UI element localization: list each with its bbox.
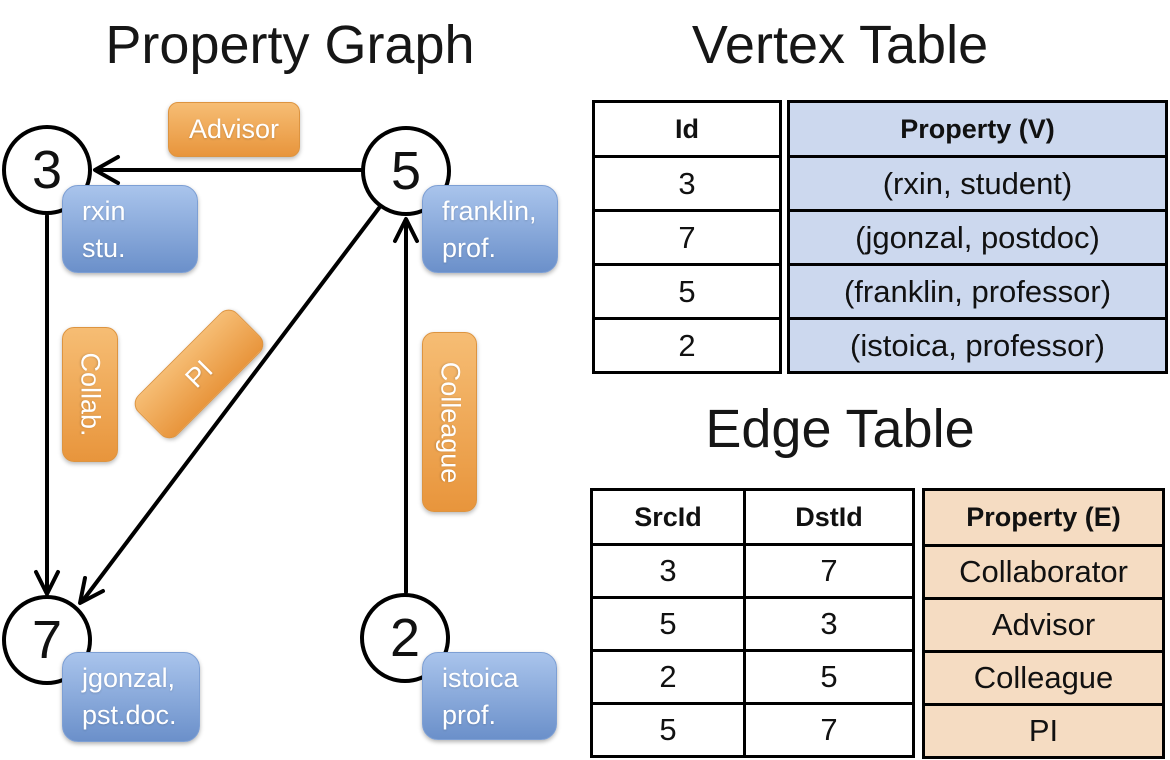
property-line-1: franklin,: [442, 196, 537, 226]
property-line-1: istoica: [442, 663, 519, 693]
edge-table-src-cell: 5: [593, 702, 743, 755]
edge-table-src-cell: 5: [593, 596, 743, 649]
edge-table-dst-cell: 5: [746, 649, 912, 702]
arrowhead-colleague: [393, 217, 419, 243]
edge-table-src-column: SrcId 3 5 2 5: [593, 491, 743, 755]
vertex-table-id-cell: 5: [595, 263, 779, 317]
edge-label-text: PI: [179, 354, 219, 394]
arrowhead-pi: [78, 576, 105, 605]
edge-table-property-cell: Advisor: [925, 597, 1162, 650]
arrowhead-collaborator: [34, 570, 60, 596]
edge-table-dst-column: DstId 7 3 5 7: [743, 491, 912, 755]
vertex-table-id-cell: 2: [595, 317, 779, 371]
vertex-circle-2: 2: [360, 593, 450, 683]
edge-table-title: Edge Table: [705, 399, 975, 459]
vertex-table-header-id: Id: [675, 113, 699, 144]
property-box-jgonzal: jgonzal, pst.doc.: [62, 652, 200, 742]
vertex-table-header-property: Property (V): [790, 103, 1165, 155]
vertex-id-label: 2: [389, 608, 421, 668]
edge-table-dst-cell: 7: [746, 702, 912, 755]
edge-table-header-srcid: SrcId: [634, 501, 702, 532]
vertex-table-property-cell: (istoica, professor): [790, 317, 1165, 371]
edge-table-header-property: Property (E): [925, 491, 1162, 544]
edge-table-src-cell: 3: [593, 543, 743, 596]
vertex-table-id-column: Id 3 7 5 2: [592, 100, 782, 374]
vertex-table-property-cell: (franklin, professor): [790, 263, 1165, 317]
edge-table-dst-cell: 7: [746, 543, 912, 596]
vertex-table-id-cell: 7: [595, 209, 779, 263]
edge-label-collab: Collab.: [62, 327, 118, 462]
property-graph-title: Property Graph: [105, 15, 475, 75]
edge-label-advisor: Advisor: [168, 102, 300, 157]
property-box-rxin: rxin stu.: [62, 185, 198, 273]
property-box-franklin: franklin, prof.: [422, 185, 558, 273]
edge-label-colleague: Colleague: [422, 332, 477, 512]
edge-table-property-column: Property (E) Collaborator Advisor Collea…: [922, 488, 1165, 759]
property-box-istoica: istoica prof.: [422, 652, 557, 740]
edge-table-src-cell: 2: [593, 649, 743, 702]
edge-label-text: Advisor: [188, 114, 280, 144]
edge-table-property-cell: Collaborator: [925, 544, 1162, 597]
arrowhead-advisor: [93, 155, 120, 185]
property-line-2: prof.: [442, 233, 497, 263]
property-line-2: stu.: [82, 233, 126, 263]
property-line-1: rxin: [82, 196, 126, 226]
vertex-table-property-cell: (rxin, student): [790, 155, 1165, 209]
vertex-table-id-cell: 3: [595, 155, 779, 209]
edge-table-dst-cell: 3: [746, 596, 912, 649]
property-line-2: pst.doc.: [82, 700, 177, 730]
edge-table-property-cell: PI: [925, 703, 1162, 756]
vertex-id-label: 5: [390, 141, 422, 201]
edge-table-header-dstid: DstId: [795, 501, 863, 532]
edge-table-property-cell: Colleague: [925, 650, 1162, 703]
vertex-id-label: 3: [31, 140, 63, 200]
vertex-table-title: Vertex Table: [691, 15, 989, 75]
edge-label-text: Colleague: [435, 361, 465, 483]
property-line-2: prof.: [442, 700, 497, 730]
edge-label-text: Collab.: [75, 352, 106, 437]
edge-table-srcdst-columns: SrcId 3 5 2 5 DstId 7 3 5 7: [590, 488, 915, 758]
vertex-table-property-column: Property (V) (rxin, student) (jgonzal, p…: [787, 100, 1168, 374]
graph-edges-svg: [34, 155, 419, 605]
edge-line-pi: [82, 206, 381, 601]
vertex-id-label: 7: [31, 610, 63, 670]
vertex-table-property-cell: (jgonzal, postdoc): [790, 209, 1165, 263]
property-line-1: jgonzal,: [82, 663, 176, 693]
